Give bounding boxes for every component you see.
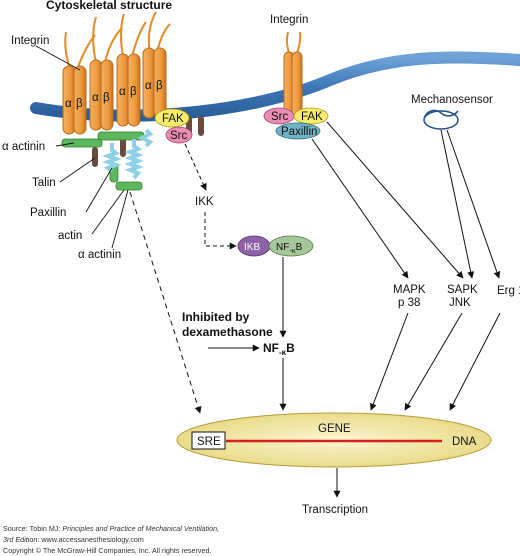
- ikb-label: IKB: [244, 242, 260, 253]
- p38-label: p 38: [398, 297, 420, 309]
- fak-node-right: [293, 107, 329, 125]
- integrin-cluster-left: α β α β α β α β: [61, 11, 204, 191]
- integrin-label-left: Integrin: [11, 35, 49, 47]
- sre-label: SRE: [197, 436, 221, 448]
- alpha-actinin-label-1: α actinin: [2, 141, 45, 153]
- src-label-left: Src: [170, 130, 188, 142]
- beta-label: β: [76, 98, 83, 110]
- nfkb-label-main: NF-κB: [263, 341, 295, 357]
- fak-label-left: FAK: [162, 113, 184, 125]
- inhibited-label-1: Inhibited by: [182, 310, 250, 324]
- arrow-cytoskeleton-to-sre: [129, 191, 202, 414]
- paxillin-label-right: Paxillin: [281, 126, 317, 138]
- source-line-3: Copyright © The McGraw-Hill Companies, I…: [3, 546, 212, 555]
- arrow-mechanosensor-to-sapk: [440, 129, 475, 279]
- alpha-label: α: [65, 98, 72, 110]
- alpha-label: α: [145, 80, 152, 92]
- nfkb-complex-label: NF-κB: [276, 242, 303, 255]
- alpha-label: α: [119, 86, 126, 98]
- inhibited-label-2: dexamethasone: [182, 325, 273, 339]
- diagram-title: Cytoskeletal structure: [46, 0, 172, 12]
- mechanosensor: [423, 109, 459, 130]
- arrow-fak-to-sapk: [326, 121, 464, 279]
- integrin-label-right: Integrin: [270, 14, 308, 26]
- nfkb-node: [268, 235, 314, 257]
- beta-label: β: [156, 80, 163, 92]
- arrow-ikk-to-ikb: [204, 212, 237, 250]
- beta-label: β: [130, 86, 137, 98]
- mapk-label: MAPK: [393, 284, 426, 296]
- src-node-left: [165, 126, 193, 144]
- gene-label: GENE: [318, 423, 351, 435]
- talin-label: Talin: [32, 177, 56, 189]
- ikk-label: IKK: [195, 196, 214, 208]
- arrow-sapk-to-gene: [404, 312, 463, 411]
- actin-label: actin: [58, 230, 82, 242]
- source-line-1: Source: Tobin MJ: Principles and Practic…: [3, 524, 220, 533]
- paxillin-label-left: Paxillin: [30, 207, 66, 219]
- alpha-actinin-label-2: α actinin: [78, 249, 121, 261]
- jnk-label: JNK: [449, 297, 471, 309]
- alpha-label: α: [92, 92, 99, 104]
- source-line-2: 3rd Edition: www.accessanesthesiology.co…: [3, 535, 144, 544]
- sre-box: [191, 431, 226, 450]
- beta-label: β: [103, 92, 110, 104]
- src-label-right: Src: [271, 111, 289, 123]
- arrow-paxillin-to-mapk: [311, 138, 409, 279]
- integrin-right: [283, 31, 303, 119]
- erg-label: Erg 1: [497, 285, 520, 297]
- arrow-erg-to-gene: [449, 312, 501, 411]
- transcription-label: Transcription: [302, 504, 368, 516]
- dna-label: DNA: [452, 436, 477, 448]
- arrow-mechanosensor-to-erg: [446, 129, 501, 279]
- arrow-src-to-ikk: [184, 143, 207, 191]
- fak-label-right: FAK: [301, 111, 323, 123]
- fak-node-left: [154, 108, 190, 128]
- paxillin-node: [275, 122, 321, 140]
- mechanosensor-label: Mechanosensor: [411, 94, 493, 106]
- arrow-mapk-to-gene: [369, 312, 409, 411]
- sapk-label: SAPK: [447, 284, 478, 296]
